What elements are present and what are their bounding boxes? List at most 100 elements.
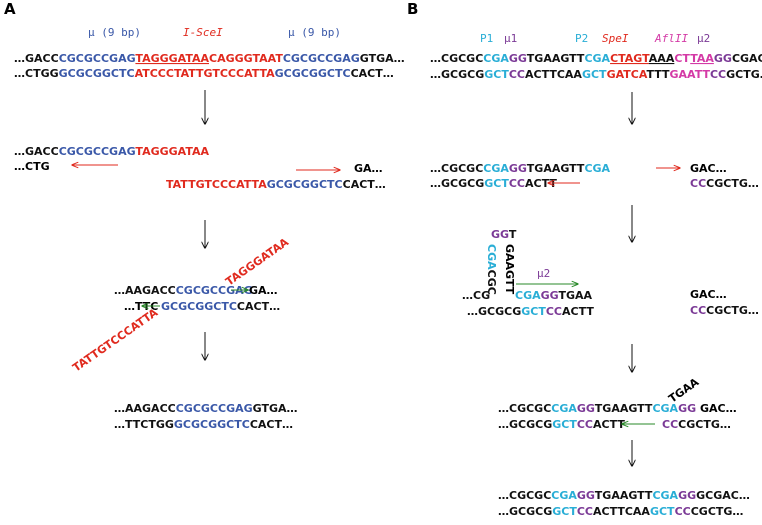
b-final-bottom-segment: GCT <box>552 505 577 518</box>
a-final-top-segment: GTGA… <box>253 402 298 415</box>
b-start-top-strand-segment: CTAGT <box>610 52 650 65</box>
b-hairpin-bottom-segment: GCT <box>521 305 546 318</box>
b-annealed-bottom-right-segment: CC <box>662 418 678 431</box>
b-cut-top-strand-segment: TGAAGTT <box>527 162 585 175</box>
a-annealed-bottom-segment: GCGCGGCTC <box>161 300 237 313</box>
a-start-bottom-strand-segment: GCGCGGCTC <box>59 67 135 80</box>
b-hairpin-right-top: GAC… <box>690 288 727 301</box>
a-start-bottom-strand-segment: CACT… <box>351 67 394 80</box>
b-start-top-strand-segment: CGA <box>483 52 509 65</box>
b-hairpin-bottom-segment: ACTT <box>562 305 594 318</box>
b-cut-right-bottom-segment: CGCTG… <box>706 177 759 190</box>
b-hairpin-bottom-segment: CC <box>546 305 562 318</box>
a-final-bottom-segment: CACT… <box>250 418 293 431</box>
a-cut-bottom-right-segment: CACT… <box>343 178 386 191</box>
b-cut-bottom-strand-segment: …GCGCG <box>430 177 484 190</box>
b-start-bottom-strand-segment: GCT <box>582 68 607 81</box>
a-annealed-bottom: GCGCGGCTCCACT… <box>161 300 280 313</box>
a-start-top-strand-segment: TAGGGATAA <box>135 52 209 65</box>
b-cut-bottom-strand: …GCGCGGCTCCACTT <box>430 177 557 190</box>
b-hairpin-top-right-segment: CGA <box>515 289 541 302</box>
a-start-top-strand-segment: CAGGGTAAT <box>209 52 283 65</box>
b-hairpin-top-left-segment: …CG <box>462 289 490 302</box>
b-final-top: …CGCGCCGAGGTGAAGTTCGAGGGCGAC… <box>498 489 750 502</box>
b-cut-top-strand: …CGCGCCGAGGTGAAGTTCGA <box>430 162 611 175</box>
a-start-bottom-strand-segment: ATCCCTATTGTCCCATTA <box>135 67 276 80</box>
a-final-top-segment: …AAGACC <box>114 402 176 415</box>
a-start-bottom-strand-segment: GCGCGGCTC <box>275 67 351 80</box>
a-final-bottom-segment: GCGCGGCTC <box>174 418 250 431</box>
b-start-top-strand-segment: GG <box>509 52 527 65</box>
b-hairpin-bottom: …GCGCGGCTCCACTT <box>467 305 594 318</box>
b-final-top-segment: GG <box>577 489 595 502</box>
p2-label: P2 <box>575 32 588 45</box>
a-annealed-top-segment: …AAGACC <box>114 284 176 297</box>
b-start-top-strand-segment: CT <box>674 52 690 65</box>
b-start-top-strand-segment: GG <box>714 52 732 65</box>
b-start-bottom-strand-segment: GAATT <box>670 68 711 81</box>
a-cut-bottom-right: TATTGTCCCATTAGCGCGGCTCCACT… <box>166 178 386 191</box>
a-cut-top-right: GA… <box>354 162 383 175</box>
mu2-label: μ2 <box>697 32 710 45</box>
a-cut-top-strand-segment: …GACC <box>14 145 59 158</box>
isce-site-label: I-SceI <box>183 26 223 39</box>
a-cut-top-strand: …GACCCGCGCCGAGTAGGGATAA <box>14 145 209 158</box>
b-start-bottom-strand-segment: …GCGCG <box>430 68 484 81</box>
b-hairpin-right-bottom: CCCGCTG… <box>690 304 759 317</box>
b-annealed-bottom-segment: CC <box>577 418 593 431</box>
a-cut-bottom-right-segment: TATTGTCCCATTA <box>166 178 267 191</box>
a-annealed-top-end: GA… <box>249 284 278 297</box>
a-start-top-strand-segment: …GACC <box>14 52 59 65</box>
a-annealed-bottom-start: …TTC <box>124 300 158 313</box>
panel-a-label: A <box>4 0 16 18</box>
aflii-label: AflII <box>654 32 688 45</box>
mu-left-label: μ (9 bp) <box>88 26 141 39</box>
a-cut-bottom-left: …CTG <box>14 160 50 173</box>
a-final-bottom: …TTCTGGGCGCGGCTCCACT… <box>114 418 293 431</box>
b-final-top-segment: GCGAC… <box>696 489 750 502</box>
b-annealed-bottom-right-segment: CGCTG… <box>678 418 731 431</box>
b-hairpin-top-left: …CG <box>462 289 490 302</box>
mu1-label: μ1 <box>504 32 517 45</box>
b-cut-top-strand-segment: CGA <box>483 162 509 175</box>
b-final-bottom: …GCGCGGCTCCACTTCAAGCTCCCGCTG… <box>498 505 743 518</box>
b-annealed-bottom-segment: GCT <box>552 418 577 431</box>
a-start-top-strand: …GACCCGCGCCGAGTAGGGATAACAGGGTAATCGCGCCGA… <box>14 52 405 65</box>
b-start-bottom-strand-segment: GCTG… <box>726 68 762 81</box>
b-start-bottom-strand: …GCGCGGCTCCACTTCAAGCTGATCATTTGAATTCCGCTG… <box>430 68 762 81</box>
panel-a: A μ (9 bp) I-SceI μ (9 bp) …GACCCGCGCCGA… <box>4 0 405 431</box>
b-hairpin-right-bottom-segment: CC <box>690 304 706 317</box>
b-start-bottom-strand-segment: ACTTCAA <box>525 68 582 81</box>
b-hairpin-left-arm-segment: CGA <box>485 244 498 270</box>
a-final-top: …AAGACCCGCGCCGAGGTGA… <box>114 402 298 415</box>
b-mu2-annotation: μ2 <box>537 267 550 280</box>
a-start-top-strand-segment: GTGA… <box>360 52 405 65</box>
b-annealed-top-segment: GG <box>577 402 595 415</box>
b-annealed-top-segment: CGA <box>652 402 678 415</box>
b-start-bottom-strand-segment: GATCA <box>607 68 648 81</box>
a-start-top-strand-segment: CGCGCCGAG <box>59 52 136 65</box>
b-final-bottom-segment: CGCTG… <box>691 505 744 518</box>
b-annealed-top-segment: GG <box>678 402 696 415</box>
a-cut-bottom-right-segment: GCGCGGCTC <box>267 178 343 191</box>
a-annealed-top-segment: CGCGCCGAG <box>176 284 253 297</box>
b-cut-top-strand-segment: GG <box>509 162 527 175</box>
b-cut-top-strand-segment: CGA <box>584 162 610 175</box>
b-hairpin-left-arm-segment: CGC <box>485 270 498 295</box>
b-start-bottom-strand-segment: CC <box>509 68 525 81</box>
b-final-top-segment: CGA <box>652 489 678 502</box>
b-final-bottom-segment: …GCGCG <box>498 505 552 518</box>
b-annealed-top-segment: TGAAGTT <box>595 402 653 415</box>
b-start-bottom-strand-segment: GCT <box>484 68 509 81</box>
b-annealed-top-segment: CGA <box>551 402 577 415</box>
b-start-top-strand: …CGCGCCGAGGTGAAGTTCGACTAGTAAACTTAAGGCGAC… <box>430 52 762 65</box>
b-final-bottom-segment: CC <box>577 505 593 518</box>
b-annealed-top: …CGCGCCGAGGTGAAGTTCGAGG <box>498 402 696 415</box>
b-final-bottom-segment: ACTTCAA <box>593 505 650 518</box>
b-hairpin-loop-top-segment: T <box>509 228 517 241</box>
b-hairpin-bottom-segment: …GCGCG <box>467 305 521 318</box>
b-annealed-top-right: GAC… <box>700 402 737 415</box>
b-hairpin-right-arm: GAAGTT <box>503 244 516 295</box>
b-start-bottom-strand-segment: CC <box>710 68 726 81</box>
